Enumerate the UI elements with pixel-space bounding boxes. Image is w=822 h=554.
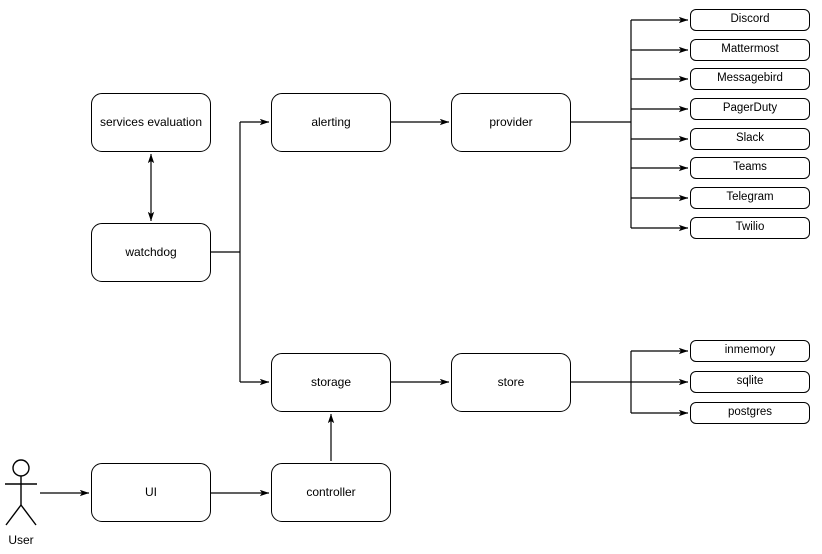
node-label: watchdog [125,244,177,259]
node-mattermost[interactable]: Mattermost [690,39,810,61]
node-services-evaluation[interactable]: services evaluation [91,93,211,152]
node-label: postgres [727,406,773,419]
node-messagebird[interactable]: Messagebird [690,68,810,90]
node-sqlite[interactable]: sqlite [690,371,810,393]
node-label: store [497,374,525,389]
node-label: Mattermost [721,43,779,56]
node-label: storage [310,374,352,389]
node-label: Messagebird [717,72,783,85]
node-alerting[interactable]: alerting [271,93,391,152]
node-twilio[interactable]: Twilio [690,217,810,239]
node-label: Twilio [735,221,765,234]
node-inmemory[interactable]: inmemory [690,340,810,362]
node-label: sqlite [736,375,764,388]
node-provider[interactable]: provider [451,93,571,152]
node-label: Slack [735,132,765,145]
node-slack[interactable]: Slack [690,128,810,150]
node-label: controller [306,484,356,499]
node-watchdog[interactable]: watchdog [91,223,211,282]
node-label: Discord [730,13,770,26]
node-teams[interactable]: Teams [690,157,810,179]
node-label: alerting [311,114,351,129]
node-storage[interactable]: storage [271,353,391,412]
node-postgres[interactable]: postgres [690,402,810,424]
node-label: services evaluation [99,114,203,129]
node-label: Teams [733,161,767,174]
node-label: UI [145,484,157,499]
node-label: inmemory [724,344,776,357]
node-ui[interactable]: UI [91,463,211,522]
node-store[interactable]: store [451,353,571,412]
node-controller[interactable]: controller [271,463,391,522]
actor-user-label: User [8,533,34,547]
node-telegram[interactable]: Telegram [690,187,810,209]
node-discord[interactable]: Discord [690,9,810,31]
node-label: PagerDuty [722,102,778,115]
node-label: Telegram [726,191,774,204]
actor-user: User [0,461,51,551]
node-label: provider [489,114,533,129]
node-pagerduty[interactable]: PagerDuty [690,98,810,120]
